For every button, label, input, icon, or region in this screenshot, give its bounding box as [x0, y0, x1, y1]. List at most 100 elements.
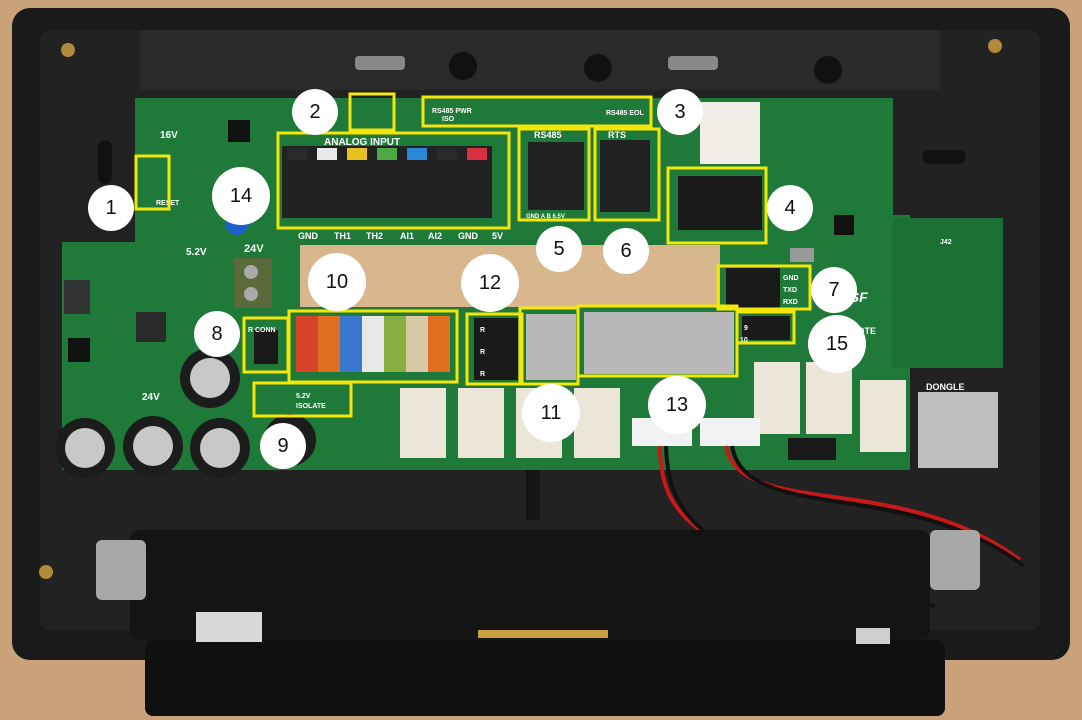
pin-header-15 — [742, 316, 790, 340]
svg-text:6: 6 — [620, 240, 631, 262]
terminal-screw — [244, 265, 258, 279]
highlight-header-15 — [735, 310, 796, 345]
highlight-rts — [593, 127, 661, 222]
svg-text:4: 4 — [784, 197, 795, 219]
rts-socket — [600, 140, 650, 212]
callout-4: 4 — [767, 185, 813, 231]
v52-top-label: 5.2V — [186, 247, 207, 258]
highlight-reset — [134, 154, 171, 211]
svg-text:5: 5 — [553, 238, 564, 260]
highlight-relay-terminals — [287, 309, 459, 384]
dongle-label: DONGLE — [926, 382, 965, 392]
callout-11: 11 — [522, 384, 580, 442]
slot — [526, 470, 540, 520]
v24-terminal-label: 24V — [244, 243, 264, 255]
mote-module — [893, 218, 1003, 368]
top-bracket — [140, 30, 940, 90]
battery-contact — [856, 628, 890, 644]
uart-rxd-label: RXD — [783, 299, 798, 306]
r-conn-header — [254, 330, 278, 364]
rs485-socket — [528, 142, 584, 210]
highlight-rs485-jumpers — [421, 95, 653, 128]
grey-terminal-11 — [526, 314, 576, 380]
analog-pin-5v: 5V — [492, 231, 503, 241]
label-sticker — [700, 102, 760, 164]
capacitor-top — [65, 428, 105, 468]
spring-right — [668, 56, 718, 70]
callout-1: 1 — [88, 185, 134, 231]
battery-pins — [478, 630, 608, 638]
svg-text:7: 7 — [828, 279, 839, 301]
analog-pin-ai2: AI2 — [428, 231, 442, 241]
analog-pin-th2: TH2 — [366, 231, 383, 241]
svg-text:1: 1 — [105, 197, 116, 219]
callout-5: 5 — [536, 226, 582, 272]
uart-txd-label: TXD — [783, 287, 797, 294]
relay-output-terminals — [296, 316, 450, 372]
header — [788, 438, 836, 460]
callout-13: 13 — [648, 376, 706, 434]
svg-text:2: 2 — [309, 101, 320, 123]
slot — [922, 150, 966, 164]
callout-15: 15 — [808, 315, 866, 373]
chip — [228, 120, 250, 142]
callout-14: 14 — [212, 167, 270, 225]
screw — [988, 39, 1002, 53]
relay — [574, 388, 620, 458]
jumper-header — [678, 176, 762, 230]
j42-label: J42 — [940, 239, 952, 246]
relay — [754, 362, 800, 434]
screw — [61, 43, 75, 57]
v24-left-label: 24V — [142, 392, 160, 403]
rts-label: RTS — [608, 130, 626, 140]
spring-left — [355, 56, 405, 70]
highlight-r-jumpers — [465, 312, 524, 386]
highlight-button — [348, 92, 396, 132]
screw-hole — [814, 56, 842, 84]
analog-input-label: ANALOG INPUT — [324, 137, 400, 148]
chip — [68, 338, 90, 362]
mote-label: MOTE — [850, 326, 876, 336]
r-term-label: R — [480, 371, 485, 378]
uart-gnd-label: GND — [783, 275, 799, 282]
battery-clip-left — [96, 540, 146, 600]
svg-text:13: 13 — [666, 394, 688, 416]
r-term-label: R — [480, 349, 485, 356]
r-conn-label: R CONN — [248, 327, 276, 334]
screw — [39, 565, 53, 579]
analog-pin-gnd2: GND — [458, 231, 479, 241]
analog-pin-th1: TH1 — [334, 231, 351, 241]
screw-hole — [584, 54, 612, 82]
chip — [834, 215, 854, 235]
uart-header — [726, 268, 780, 308]
svg-text:11: 11 — [541, 402, 562, 424]
rs485-header-label: RS485 — [534, 130, 562, 140]
callout-6: 6 — [603, 228, 649, 274]
svg-text:9: 9 — [277, 435, 288, 457]
svg-text:14: 14 — [230, 185, 252, 207]
highlight-jumper-header — [666, 166, 768, 245]
resistor-jumpers — [474, 318, 518, 380]
svg-text:15: 15 — [826, 333, 848, 355]
callout-3: 3 — [657, 89, 703, 135]
crystal — [790, 248, 814, 262]
terminal-screw — [244, 287, 258, 301]
usb-dongle-port — [918, 392, 998, 468]
callout-7: 7 — [811, 267, 857, 313]
battery-contact — [196, 612, 262, 642]
slot — [98, 140, 112, 184]
analog-pin-gnd: GND — [298, 231, 319, 241]
highlight-uart — [716, 264, 812, 311]
chip — [136, 312, 166, 342]
analog-pin-ai1: AI1 — [400, 231, 414, 241]
relay — [860, 380, 906, 452]
relay — [458, 388, 504, 458]
callout-9: 9 — [260, 423, 306, 469]
battery-pack — [145, 640, 945, 716]
relay — [806, 362, 852, 434]
grey-terminal-block — [584, 312, 734, 374]
battery-clip-right — [930, 530, 980, 590]
v16-label: 16V — [160, 130, 178, 141]
